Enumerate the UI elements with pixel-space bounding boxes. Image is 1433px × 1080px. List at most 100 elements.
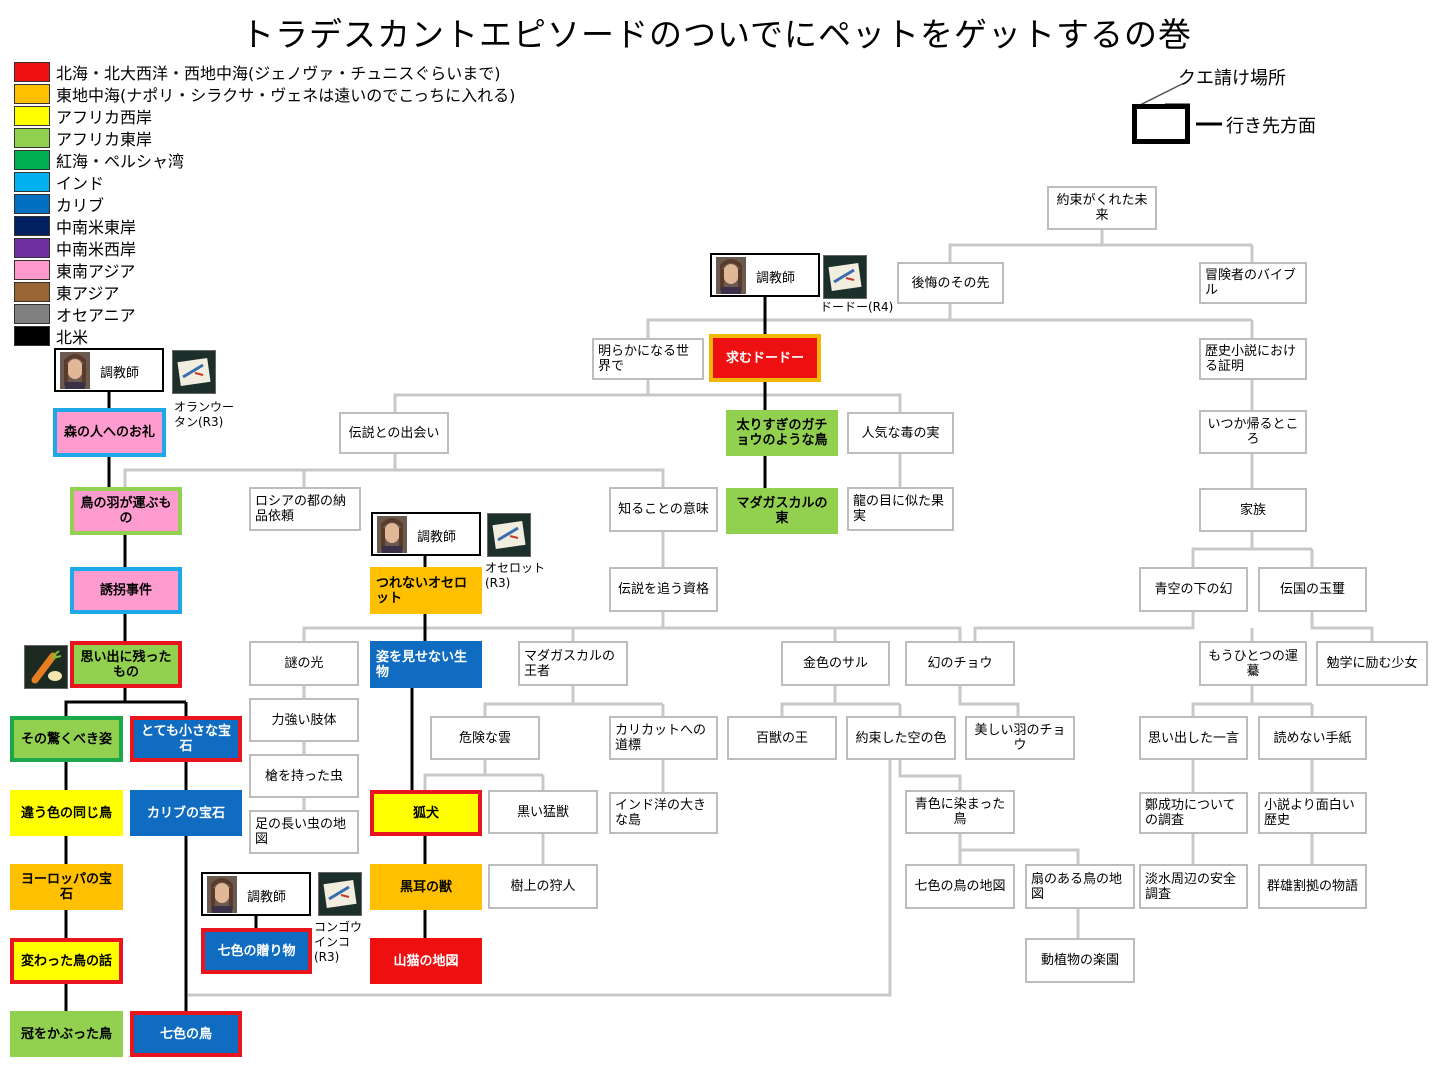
legend-swatch-navy <box>14 216 50 236</box>
quest-node[interactable]: 読めない手紙 <box>1258 716 1367 760</box>
quest-node-highlight[interactable]: 森の人へのお礼 <box>53 408 166 457</box>
quest-node[interactable]: 人気な毒の実 <box>847 412 954 454</box>
quest-node[interactable]: 鄭成功についての調査 <box>1139 792 1248 834</box>
quest-node-highlight[interactable]: 姿を見せない生物 <box>370 641 482 688</box>
quest-node[interactable]: もうひとつの運驀 <box>1199 641 1307 686</box>
legend-swatch-cyan <box>14 172 50 192</box>
trainer-face-icon <box>716 257 746 294</box>
quest-node[interactable]: 七色の鳥の地図 <box>905 864 1015 909</box>
quest-node[interactable]: 扇のある鳥の地図 <box>1025 864 1135 909</box>
quest-node[interactable]: 百獣の王 <box>727 716 837 760</box>
quest-node-highlight[interactable]: 黒耳の獣 <box>370 864 482 910</box>
legend-swatch-red <box>14 62 50 82</box>
legend-label: 東アジア <box>56 284 120 303</box>
quest-node[interactable]: マダガスカルの王者 <box>518 641 628 686</box>
quest-node[interactable]: 歴史小説における証明 <box>1199 338 1307 380</box>
pet-card-icon <box>823 255 867 299</box>
quest-node-highlight[interactable]: 変わった鳥の話 <box>10 938 123 984</box>
trainer-face-icon <box>60 352 90 389</box>
quest-node[interactable]: 伝説を追う資格 <box>609 567 718 612</box>
legend-label: 北海・北大西洋・西地中海(ジェノヴァ・チュニスぐらいまで) <box>56 64 501 83</box>
quest-node-highlight[interactable]: 狐犬 <box>370 790 482 836</box>
quest-node-highlight[interactable]: その驚くべき姿 <box>10 716 123 762</box>
quest-node[interactable]: いつか帰るところ <box>1199 410 1307 454</box>
quest-node[interactable]: 美しい羽のチョウ <box>965 716 1075 760</box>
trainer-label: 調教師 <box>100 366 140 381</box>
quest-node-highlight[interactable]: つれないオセロット <box>370 567 482 614</box>
quest-node[interactable]: 知ることの意味 <box>609 487 718 532</box>
quest-node-highlight[interactable]: 七色の鳥 <box>130 1011 242 1057</box>
quest-node-highlight[interactable]: 思い出に残ったもの <box>70 641 182 688</box>
quest-node[interactable]: 勉学に励む少女 <box>1316 641 1428 686</box>
quest-node[interactable]: 槍を持った虫 <box>249 754 359 798</box>
quest-node[interactable]: 龍の目に似た果実 <box>847 487 954 531</box>
quest-node-highlight[interactable]: とても小さな宝石 <box>130 716 242 762</box>
pet-card-icon <box>172 350 216 394</box>
trainer-face-icon <box>377 516 407 553</box>
legend-swatch-brown <box>14 282 50 302</box>
quest-node[interactable]: 金色のサル <box>781 641 890 686</box>
quest-node-highlight[interactable]: 求むドードー <box>709 334 821 382</box>
pet-card-icon <box>487 513 531 557</box>
quest-node-highlight[interactable]: 鳥の羽が運ぶもの <box>70 487 182 535</box>
legend-swatch-green <box>14 150 50 170</box>
quest-node[interactable]: 思い出した一言 <box>1139 716 1248 760</box>
legend-label: アフリカ東岸 <box>56 130 153 149</box>
quest-node-highlight[interactable]: 山猫の地図 <box>370 938 482 984</box>
quest-node-highlight[interactable]: 冠をかぶった鳥 <box>10 1011 123 1057</box>
quest-node[interactable]: 黒い猛獣 <box>488 790 598 834</box>
quest-node[interactable]: 伝説との出会い <box>339 412 449 454</box>
quest-node[interactable]: 青色に染まった鳥 <box>905 790 1015 834</box>
quest-node-highlight[interactable]: 違う色の同じ鳥 <box>10 790 123 836</box>
quest-node[interactable]: カリカットへの道標 <box>609 716 718 760</box>
trainer-label: 調教師 <box>247 890 287 905</box>
pet-label: オセロット(R3) <box>485 561 546 590</box>
legend-swatch-orange <box>14 84 50 104</box>
trainer-card[interactable]: 調教師 <box>54 348 164 392</box>
legend-label: 中南米西岸 <box>56 240 137 259</box>
trainer-card[interactable]: 調教師 <box>710 253 820 297</box>
pet-label: コンゴウインコ(R3) <box>314 920 363 964</box>
legend-swatch-light-green <box>14 128 50 148</box>
quest-node-highlight[interactable]: マダガスカルの東 <box>726 488 838 534</box>
quest-node[interactable]: インド洋の大きな島 <box>609 792 718 834</box>
legend-label: オセアニア <box>56 306 136 325</box>
quest-node-highlight[interactable]: 太りすぎのガチョウのような鳥 <box>726 410 838 456</box>
quest-node-highlight[interactable]: ヨーロッパの宝石 <box>10 864 123 910</box>
quest-node[interactable]: 小説より面白い歴史 <box>1258 792 1367 834</box>
quest-node[interactable]: 謎の光 <box>249 641 359 686</box>
quest-node[interactable]: 足の長い虫の地図 <box>249 810 359 854</box>
legend-label: 東南アジア <box>56 262 136 281</box>
quest-node[interactable]: 約束がくれた未来 <box>1047 186 1157 230</box>
legend-label: アフリカ西岸 <box>56 108 153 127</box>
legend-swatch-gray <box>14 304 50 324</box>
quest-node[interactable]: 伝国の玉璽 <box>1258 567 1367 612</box>
quest-node[interactable]: 危険な雲 <box>430 716 540 760</box>
trainer-card[interactable]: 調教師 <box>201 872 311 916</box>
quest-node[interactable]: 冒険者のバイブル <box>1199 262 1307 304</box>
quest-node[interactable]: 淡水周辺の安全調査 <box>1139 864 1248 909</box>
quest-node[interactable]: 幻のチョウ <box>905 641 1015 686</box>
trainer-label: 調教師 <box>756 271 796 286</box>
legend-label: インド <box>56 174 105 193</box>
quest-node[interactable]: 約束した空の色 <box>846 716 956 760</box>
legend-swatch-blue <box>14 194 50 214</box>
quest-node-highlight[interactable]: カリブの宝石 <box>130 790 242 836</box>
quest-node[interactable]: 家族 <box>1199 488 1307 532</box>
trainer-card[interactable]: 調教師 <box>371 512 481 556</box>
legend-label: 紅海・ペルシャ湾 <box>56 152 185 171</box>
quest-node-highlight[interactable]: 七色の贈り物 <box>201 928 312 974</box>
quest-node[interactable]: 動植物の楽園 <box>1025 938 1135 983</box>
key-quest-place-label: クエ請け場所 <box>1178 68 1286 89</box>
quest-node[interactable]: 力強い肢体 <box>249 698 359 742</box>
quest-node[interactable]: 明らかになる世界で <box>592 338 704 380</box>
quest-node[interactable]: ロシアの都の納品依頼 <box>249 487 361 531</box>
quest-node[interactable]: 後悔のその先 <box>897 262 1004 304</box>
quest-node[interactable]: 群雄割拠の物語 <box>1258 864 1367 909</box>
quest-node-highlight[interactable]: 誘拐事件 <box>70 567 182 614</box>
quest-node[interactable]: 樹上の狩人 <box>488 864 598 909</box>
diagram-title: トラデスカントエピソードのついでにペットをゲットするの巻 <box>240 15 1192 54</box>
quest-node[interactable]: 青空の下の幻 <box>1139 567 1248 612</box>
legend-swatch-pink <box>14 260 50 280</box>
